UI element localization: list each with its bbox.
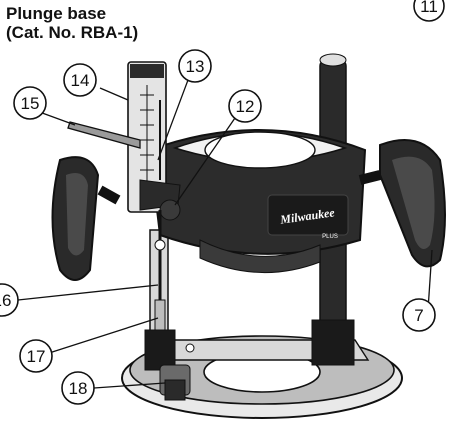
svg-text:14: 14 bbox=[71, 71, 90, 90]
diagram-title: Plunge base (Cat. No. RBA-1) bbox=[6, 4, 138, 42]
svg-text:18: 18 bbox=[69, 379, 88, 398]
svg-text:7: 7 bbox=[414, 306, 423, 325]
svg-text:15: 15 bbox=[21, 94, 40, 113]
callout-16: 16 bbox=[0, 283, 19, 317]
callout-7: 7 bbox=[402, 298, 436, 332]
right-handle bbox=[358, 139, 446, 268]
callout-18: 18 bbox=[61, 371, 95, 405]
callout-13: 13 bbox=[178, 49, 212, 83]
svg-text:11: 11 bbox=[420, 0, 438, 16]
depth-scale-tower bbox=[127, 61, 181, 221]
router-base-plate bbox=[121, 335, 403, 419]
callout-11: 11 bbox=[413, 0, 445, 22]
svg-text:13: 13 bbox=[186, 57, 205, 76]
left-handle bbox=[51, 156, 121, 281]
turret-depth-stop bbox=[159, 364, 191, 401]
brand-sub-logo: PLUS bbox=[322, 234, 338, 240]
router-housing: Milwaukee PLUS bbox=[148, 129, 367, 273]
callout-leaders bbox=[17, 79, 433, 389]
title-line-2: (Cat. No. RBA-1) bbox=[6, 23, 139, 42]
callout-15: 15 bbox=[13, 86, 47, 120]
callout-12: 12 bbox=[228, 89, 262, 123]
callout-14: 14 bbox=[63, 63, 97, 97]
depth-stop-rod bbox=[154, 210, 166, 331]
svg-text:12: 12 bbox=[236, 97, 255, 116]
callout-17: 17 bbox=[19, 339, 53, 373]
svg-text:16: 16 bbox=[0, 291, 11, 310]
svg-text:17: 17 bbox=[27, 347, 46, 366]
plunge-lock-lever bbox=[67, 121, 141, 149]
title-line-1: Plunge base bbox=[6, 4, 107, 23]
